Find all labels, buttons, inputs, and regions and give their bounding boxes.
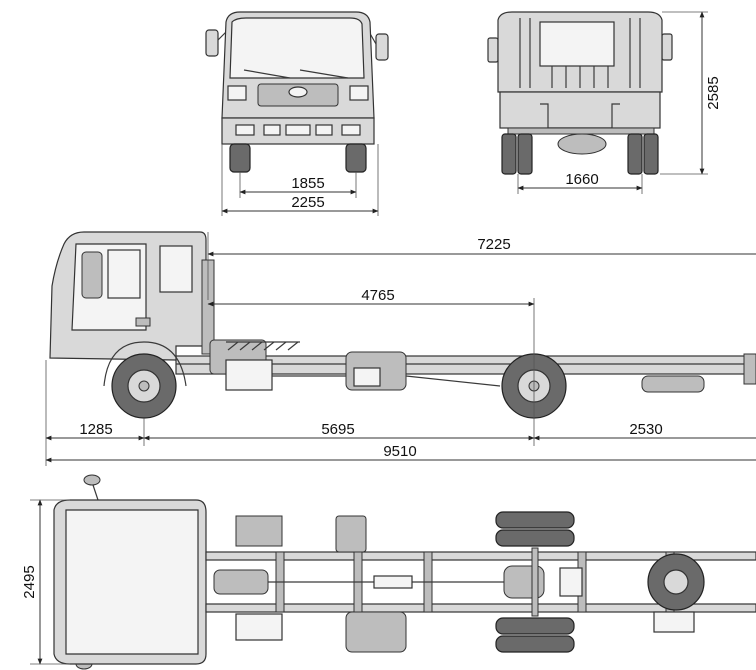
brand-logo-icon [288,86,308,98]
door-handle [135,317,151,327]
rear-tank [641,375,705,393]
rear-right-inner-tire [627,133,643,175]
differential [557,133,607,155]
rear-view [487,11,673,175]
side-view-dimensions: 7225 4765 1285 5695 2530 9510 [45,232,756,466]
rear-left-outer-tire [501,133,517,175]
right-mirror-icon [375,33,389,61]
overall-length-label: 9510 [383,443,416,460]
rear-tire-bottom-2 [495,635,575,653]
filter-unit [335,515,367,553]
rear-left-inner-tire [517,133,533,175]
windshield [229,17,365,79]
top-width-label: 2495 [21,565,38,598]
rear-tire-bottom-1 [495,617,575,635]
rear-overhang-label: 2530 [629,421,662,438]
top-mirror-icon [83,474,101,486]
top-view-dimensions: 2495 [21,499,70,665]
door-window [107,249,141,299]
wheelbase-label: 5695 [321,421,354,438]
top-rail-lower [205,603,756,613]
rear-left-mirror-icon [487,37,499,63]
transmission [225,359,273,391]
rear-right-mirror-icon [661,33,673,61]
air-tank [235,613,283,641]
front-track-label: 1855 [291,175,324,192]
gearbox [213,569,269,595]
top-view [53,474,756,670]
front-view-dimensions: 1855 2255 [221,144,379,216]
right-headlight [349,85,369,101]
rear-view-dimensions: 1660 2585 [517,11,722,194]
cab-to-axle-label: 4765 [361,287,394,304]
top-rail-upper [205,551,756,561]
rear-window [539,21,615,67]
left-headlight [227,85,247,101]
spare-carrier [653,611,695,633]
rear-bumper [743,353,756,385]
top-fuel-tank [345,611,407,653]
front-left-tire [229,143,251,173]
left-mirror-icon [205,29,219,57]
rear-track-label: 1660 [565,171,598,188]
front-overhang-label: 1285 [79,421,112,438]
roof-panel [65,509,199,655]
rear-frame [499,91,661,129]
rear-tire-top-2 [495,529,575,547]
front-right-tire [345,143,367,173]
front-wheel [111,353,177,419]
cab-to-end-label: 7225 [477,236,510,253]
side-view [49,231,756,419]
rear-right-outer-tire [643,133,659,175]
front-wheel-arch [103,341,187,387]
rear-cab-window [159,245,193,293]
overall-width-label: 2255 [291,194,324,211]
overall-height-label: 2585 [705,76,722,109]
frame-rail [175,355,756,375]
front-view [205,11,389,173]
frame-hatching [226,341,300,351]
battery-box [235,515,283,547]
rear-tire-top-1 [495,511,575,529]
side-mirror-icon [81,251,103,299]
